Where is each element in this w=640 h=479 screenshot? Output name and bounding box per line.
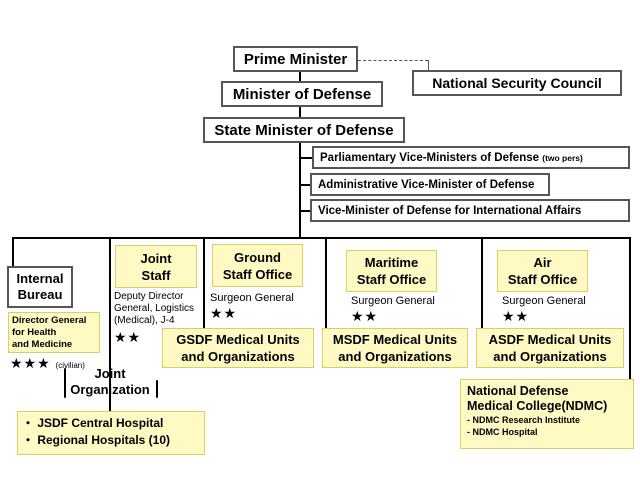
connector-minister-state xyxy=(299,106,301,118)
asdf-units-line2: and Organizations xyxy=(493,349,607,364)
nsc-label: National Security Council xyxy=(432,75,602,91)
administrative-vice-minister-label: Administrative Vice-Minister of Defense xyxy=(318,179,535,191)
maritime-stars: ★★ xyxy=(351,309,378,323)
asdf-units-box: ASDF Medical Units and Organizations xyxy=(476,328,624,368)
ndmc-title-line1: National Defense xyxy=(467,384,569,398)
ground-staff-office-box: Ground Staff Office xyxy=(212,244,303,287)
ndmc-title-line2: Medical College(NDMC) xyxy=(467,399,608,413)
joint-organization-line1: Joint xyxy=(94,366,126,381)
asdf-units-line1: ASDF Medical Units xyxy=(488,332,612,347)
air-staff-office-box: Air Staff Office xyxy=(497,250,588,292)
nsc-box: National Security Council xyxy=(412,70,622,96)
msdf-units-line1: MSDF Medical Units xyxy=(332,332,458,347)
connector-branch-administrative xyxy=(299,184,311,186)
air-staff-line2: Staff Office xyxy=(507,272,578,287)
civilian-note: (civilian) xyxy=(55,361,85,370)
internal-bureau-box: Internal Bureau xyxy=(7,266,73,308)
parliamentary-vice-minister-box: Parliamentary Vice-Ministers of Defense … xyxy=(312,146,630,169)
connector-branch-international xyxy=(299,210,311,212)
ground-staff-line2: Staff Office xyxy=(222,266,293,282)
star-rating-icon: ★★ xyxy=(502,308,530,324)
joint-staff-stars: ★★ xyxy=(114,330,141,344)
maritime-staff-line1: Maritime xyxy=(364,255,419,270)
joint-organization-label: Joint Organization xyxy=(62,365,158,399)
gsdf-units-line2: and Organizations xyxy=(181,349,295,364)
star-rating-icon: ★★ xyxy=(210,305,238,321)
connector-nsc-drop xyxy=(428,60,429,70)
joint-staff-line1: Joint xyxy=(140,250,172,266)
international-vice-minister-label: Vice-Minister of Defense for Internation… xyxy=(318,205,582,217)
prime-minister-label: Prime Minister xyxy=(243,50,348,68)
msdf-units-box: MSDF Medical Units and Organizations xyxy=(322,328,468,368)
joint-staff-desc-line3: (Medical), J-4 xyxy=(114,315,175,326)
ndmc-box: National Defense Medical College(NDMC) -… xyxy=(460,379,634,449)
connector-drop-internal xyxy=(12,237,14,268)
international-vice-minister-box: Vice-Minister of Defense for Internation… xyxy=(310,199,630,222)
connector-pm-minister xyxy=(299,70,301,82)
joint-staff-line2: Staff xyxy=(141,267,171,283)
parliamentary-vice-minister-label: Parliamentary Vice-Ministers of Defense xyxy=(320,152,540,164)
joint-org-bracket-left xyxy=(64,368,66,398)
connector-branch-parliamentary xyxy=(299,157,313,159)
ground-stars: ★★ xyxy=(210,306,237,320)
air-staff-line1: Air xyxy=(533,255,552,270)
joint-staff-desc-line2: General, Logistics xyxy=(114,303,195,314)
air-surgeon-general: Surgeon General xyxy=(502,295,586,307)
gsdf-units-box: GSDF Medical Units and Organizations xyxy=(162,328,314,368)
joint-org-bracket-right xyxy=(156,380,158,398)
minister-box: Minister of Defense xyxy=(221,81,383,107)
connector-pm-nsc xyxy=(358,60,428,61)
director-general-line3: and Medicine xyxy=(12,339,73,350)
director-general-line1: Director General xyxy=(12,315,87,326)
director-general-line2: for Health xyxy=(12,327,57,338)
star-rating-icon: ★★★ xyxy=(10,355,51,371)
joint-staff-desc-line1: Deputy Director xyxy=(114,291,184,302)
state-minister-label: State Minister of Defense xyxy=(214,121,394,139)
maritime-staff-office-box: Maritime Staff Office xyxy=(346,250,437,292)
connector-drop-ground xyxy=(203,237,205,328)
minister-label: Minister of Defense xyxy=(232,85,372,103)
connector-drop-air xyxy=(481,237,483,328)
ndmc-research-institute-item: - NDMC Research Institute xyxy=(467,415,581,425)
parliamentary-count-note: (two pers) xyxy=(542,153,583,163)
connector-drop-ndmc xyxy=(629,237,631,380)
joint-staff-box: Joint Staff xyxy=(115,245,197,288)
hospitals-box: ・ JSDF Central Hospital ・ Regional Hospi… xyxy=(17,411,205,455)
maritime-surgeon-general: Surgeon General xyxy=(351,295,435,307)
internal-bureau-line2: Bureau xyxy=(17,287,63,302)
star-rating-icon: ★★ xyxy=(114,329,142,345)
internal-bureau-line1: Internal xyxy=(16,271,64,286)
state-minister-box: State Minister of Defense xyxy=(203,117,405,143)
jsdf-central-hospital-item: ・ JSDF Central Hospital xyxy=(22,416,164,430)
internal-bureau-stars: ★★★ (civilian) xyxy=(10,356,85,373)
connector-drop-joint xyxy=(109,237,111,437)
joint-staff-description: Deputy Director General, Logistics (Medi… xyxy=(114,291,204,327)
msdf-units-line2: and Organizations xyxy=(338,349,452,364)
ground-staff-line1: Ground xyxy=(234,249,281,265)
administrative-vice-minister-box: Administrative Vice-Minister of Defense xyxy=(310,173,550,196)
ground-surgeon-general: Surgeon General xyxy=(210,292,294,304)
connector-main-trunk xyxy=(299,141,301,238)
connector-drop-maritime xyxy=(325,237,327,328)
air-stars: ★★ xyxy=(502,309,529,323)
joint-organization-line2: Organization xyxy=(70,382,150,397)
ndmc-hospital-item: - NDMC Hospital xyxy=(467,427,538,437)
prime-minister-box: Prime Minister xyxy=(233,46,358,72)
director-general-health-box: Director General for Health and Medicine xyxy=(8,312,100,353)
regional-hospitals-item: ・ Regional Hospitals (10) xyxy=(22,433,171,447)
star-rating-icon: ★★ xyxy=(351,308,379,324)
gsdf-units-line1: GSDF Medical Units xyxy=(176,332,300,347)
connector-horizontal-bar xyxy=(12,237,631,239)
maritime-staff-line2: Staff Office xyxy=(356,272,427,287)
